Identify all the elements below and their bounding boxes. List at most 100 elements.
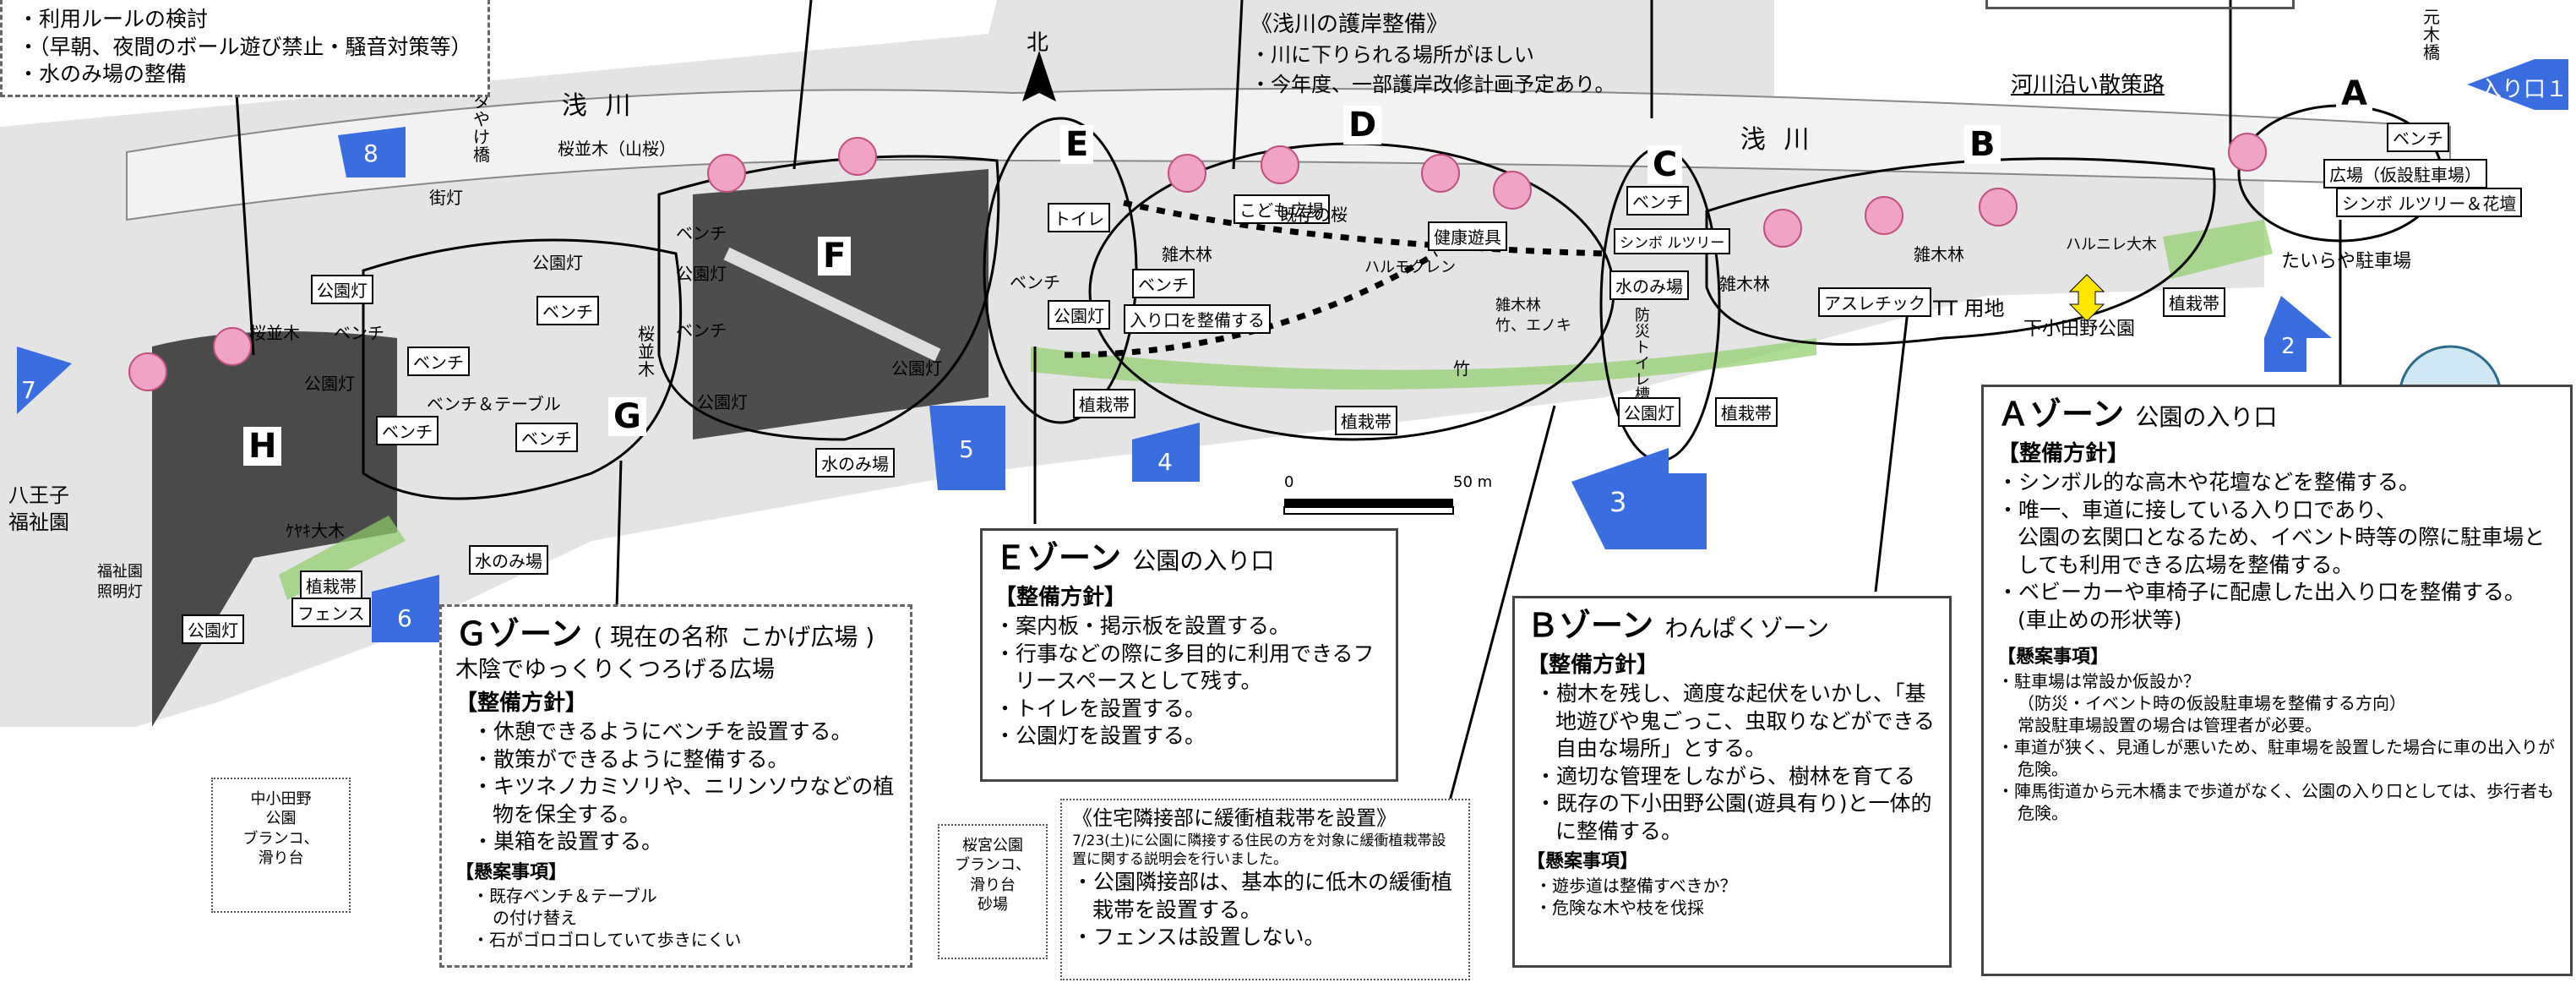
zone-a-policy-item: シンボル的な高木や花壇などを整備する。 [1997, 469, 2557, 497]
zone-e-policy-head: 【整備方針】 [994, 585, 1127, 611]
label-zoukibayashi-b2: 雑木林 [1914, 244, 1964, 265]
label-planting-h: 植栽帯 [300, 570, 362, 600]
zone-g-outline [362, 238, 683, 500]
label-planting-d: 植栽帯 [1335, 406, 1397, 435]
label-bosai-toilet: 防 災 ト イ レ 槽 [1635, 307, 1650, 405]
zone-e-policy-item: 案内板・掲示板を設置する。 [994, 613, 1384, 641]
label-keyaki: ｹﾔｷ大木 [286, 521, 345, 541]
entrance-arrow-2 [2264, 296, 2332, 372]
usage-rule-item: （早朝、夜間のボール遊び禁止・騒音対策等） [18, 34, 472, 62]
zone-f-outline [657, 155, 1000, 441]
label-existing-sakura: 既存の桜 [1280, 205, 1348, 225]
zone-g-policy-item: 散策ができるように整備する。 [472, 746, 896, 774]
label-bamboo: 竹 [1453, 358, 1470, 379]
label-kids-plaza: こども広場 [1234, 194, 1330, 224]
usage-rules-note: 利用ルールの検討 （早朝、夜間のボール遊び禁止・騒音対策等） 水のみ場の整備 [0, 0, 490, 97]
label-planting-e: 植栽帯 [1073, 389, 1136, 418]
label-bench-f1: ベンチ [676, 223, 727, 243]
label-symbol-tree-c: シンボ ルツリー [1614, 228, 1731, 254]
tayake-bridge-label: タ や け 橋 [473, 91, 490, 165]
scale-bar [1283, 499, 1454, 515]
label-entrance-improve: 入り口を整備する [1124, 304, 1271, 334]
label-bench-table: ベンチ＆テーブル [427, 394, 561, 414]
entrance-label-2: 2 [2281, 334, 2296, 359]
label-water-h: 水のみ場 [469, 545, 548, 575]
label-zouki-detail: 雑木林 竹、エノキ [1495, 297, 1571, 336]
nakakohino-park-box: 中小田野 公園 ブランコ、 滑り台 [211, 778, 351, 913]
zone-letter-d: D [1343, 106, 1382, 145]
dashed-walkway [1123, 199, 1606, 257]
leader-lines [235, 0, 2342, 821]
zone-letter-a: A [2336, 74, 2372, 113]
zone-b-panel: Ｂゾーン わんぱくゾーン 【整備方針】 樹木を残し、適度な起伏をいかし、「基地遊… [1512, 596, 1952, 968]
buffer-note-text: 7/23(土)に公園に隣接する住民の方を対象に緩衝植栽帯設置に関する説明会を行い… [1072, 832, 1446, 869]
zone-g-current-name: こかげ広場 ) [739, 623, 875, 651]
entrance-arrow-8 [338, 127, 406, 177]
label-athletic: アスレチック [1818, 287, 1931, 317]
entrance-label-6: 6 [397, 604, 412, 632]
label-bench-e: ベンチ [1010, 272, 1060, 292]
planting-band-a [2163, 220, 2273, 279]
zone-b-policy-item: 適切な管理をしながら、樹林を育てる [1535, 763, 1937, 791]
dashed-walkway-2 [1064, 250, 1438, 358]
label-park-light-f3: 公園灯 [697, 392, 748, 412]
buffer-planting-note: 《住宅隣接部に緩衝植栽帯を設置》 7/23(土)に公園に隣接する住民の方を対象に… [1060, 799, 1470, 980]
label-bench-f2: ベンチ [676, 320, 727, 341]
tairaya-parking-label: たいらや駐車場 [2281, 251, 2412, 272]
zone-g-concern-item: 既存ベンチ＆テーブル の付け替え [472, 885, 896, 929]
zone-letter-b: B [1964, 125, 2001, 164]
zone-g-title: Ｇゾーン [455, 615, 583, 652]
label-health: 健康遊具 [1428, 221, 1507, 251]
label-park-light-g1: 公園灯 [311, 275, 373, 304]
label-park-light-f2: 公園灯 [676, 264, 727, 284]
zone-a-concern-head: 【懸案事項】 [1997, 647, 2110, 669]
zone-b-title: Ｂゾーン [1527, 607, 1654, 644]
planting-band [1031, 338, 1816, 390]
label-park-light-f1: 公園灯 [891, 358, 942, 379]
zone-b-policy-head: 【整備方針】 [1527, 652, 1659, 679]
hachioji-fukushien-label: 八王子 福祉園 [8, 483, 69, 535]
ntt-land-label: NTT 用地 [1918, 297, 2005, 320]
entrance-label-4: 4 [1157, 448, 1173, 476]
label-planting-c: 植栽帯 [1715, 397, 1778, 427]
zone-a-policy-item: ベビーカーや車椅子に配慮した出入り口を整備する。 (車止めの形状等) [1997, 579, 2557, 634]
label-park-light-h: 公園灯 [304, 374, 355, 394]
shimokohino-park-label: 下小田野公園 [2023, 319, 2136, 340]
zone-letter-e: E [1060, 125, 1094, 164]
zone-a-concern-item: 車道が狭く、見通しが悪いため、駐車場を設置した場合に車の出入りが危険。 [1997, 736, 2557, 780]
label-bench-a: ベンチ [2387, 123, 2449, 152]
zone-e-panel: Ｅゾーン 公園の入り口 【整備方針】 案内板・掲示板を設置する。 行事などの際に… [980, 528, 1398, 782]
label-park-light-e: 公園灯 [1048, 300, 1110, 330]
zone-e-subtitle: 公園の入り口 [1132, 547, 1275, 575]
zone-b-policy-item: 樹木を残し、適度な起伏をいかし、「基地遊びや鬼ごっこ、虫取りなどができる自由な場… [1535, 680, 1937, 763]
fukushien-light-label: 福祉園 照明灯 [97, 563, 143, 602]
zone-e-policy-item: 公園灯を設置する。 [994, 723, 1384, 751]
label-symbol-flower: シンボ ルツリー＆花壇 [2336, 188, 2523, 217]
zone-e-policy-item: 行事などの際に多目的に利用できるフリースペースとして残す。 [994, 641, 1384, 696]
zone-g-current-label: ( 現在の名称 [593, 623, 729, 651]
zone-b-concern-item: 危険な木や枝を伐採 [1535, 897, 1937, 919]
label-planting-a: 植栽帯 [2163, 287, 2225, 317]
label-bench-g4: ベンチ [515, 423, 578, 452]
zone-g-desc: 木陰でゆっくりくつろげる広場 [455, 657, 775, 684]
zone-h-area [152, 331, 397, 727]
zone-a-policy-head: 【整備方針】 [1997, 441, 2130, 467]
river-note-title: 《浅川の護岸整備》 [1250, 12, 1449, 37]
zone-g-concern-item: 石がゴロゴロしていて歩きにくい [472, 929, 896, 951]
label-plaza-a: 広場（仮設駐車場） [2323, 159, 2487, 188]
motohashi-bridge-label: 元 木 橋 [2423, 7, 2440, 63]
entrance-label-3: 3 [1609, 486, 1627, 518]
entrance-label-1: 入り口１ [2480, 77, 2568, 102]
zone-g-policy-item: キツネノカミソリや、ニリンソウなどの植物を保全する。 [472, 773, 896, 828]
walk-path [723, 247, 941, 362]
river-label-left: 浅 川 [562, 91, 636, 121]
label-bench-g1: ベンチ [536, 296, 599, 325]
label-bench-d: ベンチ [1132, 269, 1195, 298]
zone-b-outline [1705, 157, 2216, 346]
zone-a-policy-item: 唯一、車道に接している入り口であり、 公園の玄関口となるため、イベント時等の際に… [1997, 497, 2557, 580]
zone-b-policy-item: 既存の下小田野公園(遊具有り)と一体的に整備する。 [1535, 790, 1937, 845]
zone-a-subtitle: 公園の入り口 [2135, 403, 2278, 431]
north-arrow-icon [1022, 51, 1056, 101]
label-harumonire: ハルモクレン [1364, 259, 1456, 276]
